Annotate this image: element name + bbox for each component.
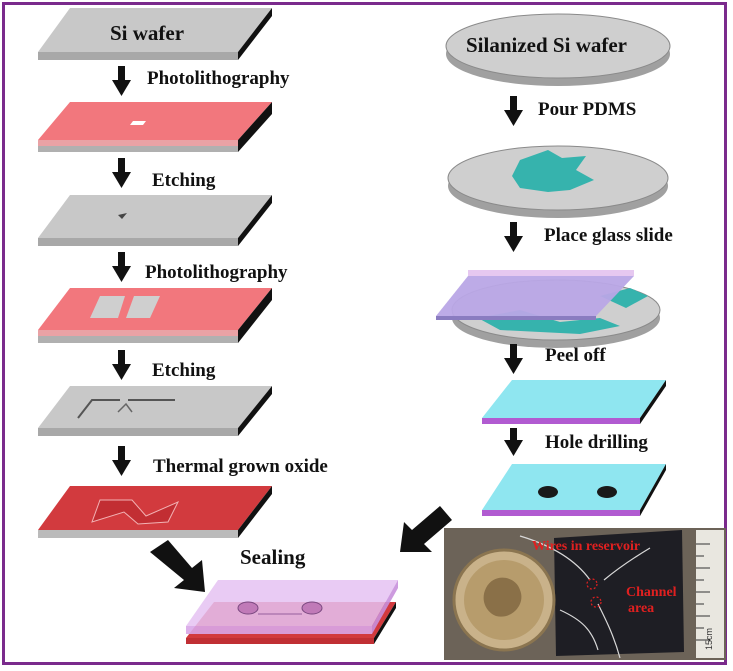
down-arrow-r3: [504, 344, 523, 374]
down-arrow-r2: [504, 222, 523, 252]
step-peel-off-label: Peel off: [545, 345, 606, 366]
step-hole-drilling-label: Hole drilling: [545, 432, 648, 453]
down-arrow-r4: [504, 428, 523, 456]
etched-wafer-1: [38, 195, 272, 246]
resist-patterned-wafer: [38, 288, 272, 343]
down-arrow-4: [112, 350, 131, 380]
step-etching-2-label: Etching: [152, 360, 216, 381]
silanized-wafer-disc: [445, 13, 671, 86]
diagonal-arrow-left: [150, 540, 205, 592]
channel-annotation-line1: Channel: [626, 585, 677, 600]
step-place-glass-label: Place glass slide: [544, 225, 673, 246]
glass-slide-on-disc: [436, 270, 661, 348]
resist-coated-wafer: [38, 102, 272, 152]
ruler-label: 15cm: [704, 628, 714, 650]
down-arrow-r1: [504, 96, 523, 126]
pdms-poured-disc: [447, 145, 669, 218]
step-photolithography-2-label: Photolithography: [145, 262, 288, 283]
si-wafer-label: Si wafer: [110, 21, 184, 45]
step-etching-1-label: Etching: [152, 170, 216, 191]
down-arrow-2: [112, 158, 131, 188]
channel-annotation-line2: area: [628, 601, 654, 616]
drilled-pdms-slab: [482, 464, 666, 516]
step-pour-pdms-label: Pour PDMS: [538, 99, 636, 120]
sealed-device: [186, 580, 398, 644]
pdms-slab: [482, 380, 666, 424]
step-thermal-oxide-label: Thermal grown oxide: [153, 456, 328, 477]
step-photolithography-1-label: Photolithography: [147, 68, 290, 89]
step-sealing-label: Sealing: [240, 545, 306, 569]
si-wafer-slab: [38, 8, 272, 60]
etched-wafer-2: [38, 386, 272, 436]
silanized-wafer-label: Silanized Si wafer: [466, 33, 627, 57]
down-arrow-3: [112, 252, 131, 282]
down-arrow-1: [112, 66, 131, 96]
device-photo: 15cm: [444, 528, 726, 660]
down-arrow-5: [112, 446, 131, 476]
wires-annotation: Wires in reservoir: [532, 539, 640, 554]
ruler-ticks: [696, 543, 710, 641]
oxidized-wafer: [38, 486, 272, 538]
diagonal-arrow-right: [400, 506, 452, 552]
